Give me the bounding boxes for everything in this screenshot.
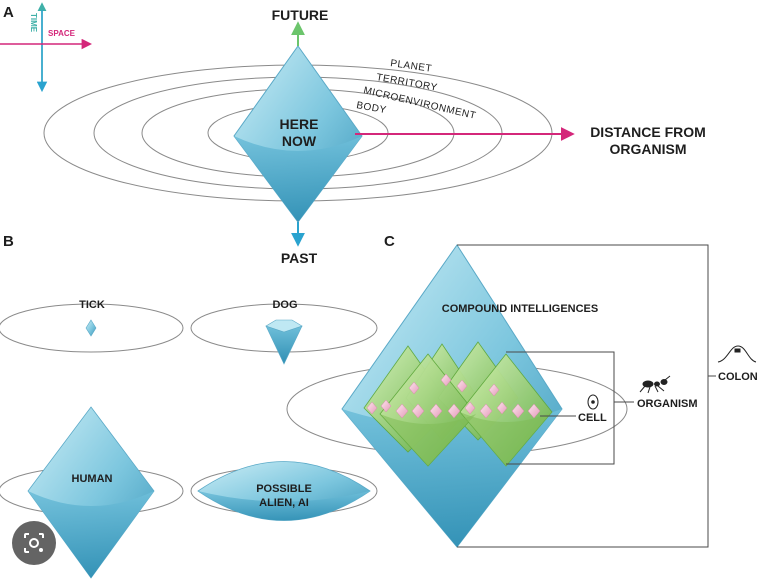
dog-cone: [265, 319, 303, 365]
hierarchy-brackets: [457, 244, 716, 548]
panel-c-label: C: [384, 233, 395, 250]
human-label: HUMAN: [72, 473, 113, 485]
alien-label-line2: ALIEN, AI: [259, 497, 309, 509]
here-label: HERE: [280, 116, 319, 132]
colon-icon: [717, 345, 757, 363]
tick-ellipse: [0, 303, 184, 353]
lens-search-button[interactable]: [12, 521, 56, 565]
time-axis-label: TIME: [29, 13, 38, 33]
organism-label: ORGANISM: [637, 398, 698, 410]
lens-search-icon: [24, 533, 44, 553]
tick-diamond: [85, 319, 97, 337]
tick-label: TICK: [79, 299, 105, 311]
ant-icon: [639, 375, 671, 394]
future-label: FUTURE: [272, 7, 329, 23]
pink-cells: [366, 373, 541, 419]
dog-label: DOG: [272, 299, 297, 311]
compound-label: COMPOUND INTELLIGENCES: [442, 303, 598, 315]
now-label: NOW: [282, 133, 317, 149]
alien-label-line1: POSSIBLE: [256, 483, 312, 495]
space-axis-label: SPACE: [48, 29, 76, 38]
cell-label: CELL: [578, 412, 607, 424]
green-organisms: [363, 341, 553, 467]
colon-label: COLON: [718, 371, 757, 383]
ring-label-body: BODY: [355, 100, 387, 116]
panel-a-label: A: [3, 4, 14, 21]
panel-b-label: B: [3, 233, 14, 250]
time-space-axes: TIME SPACE: [0, 2, 93, 93]
distance-label-line1: DISTANCE FROM: [590, 124, 706, 140]
alien-lens: [197, 461, 371, 521]
past-label: PAST: [281, 250, 318, 266]
human-diamond: [27, 406, 155, 579]
cell-icon: [587, 394, 599, 410]
distance-label-line2: ORGANISM: [610, 141, 687, 157]
